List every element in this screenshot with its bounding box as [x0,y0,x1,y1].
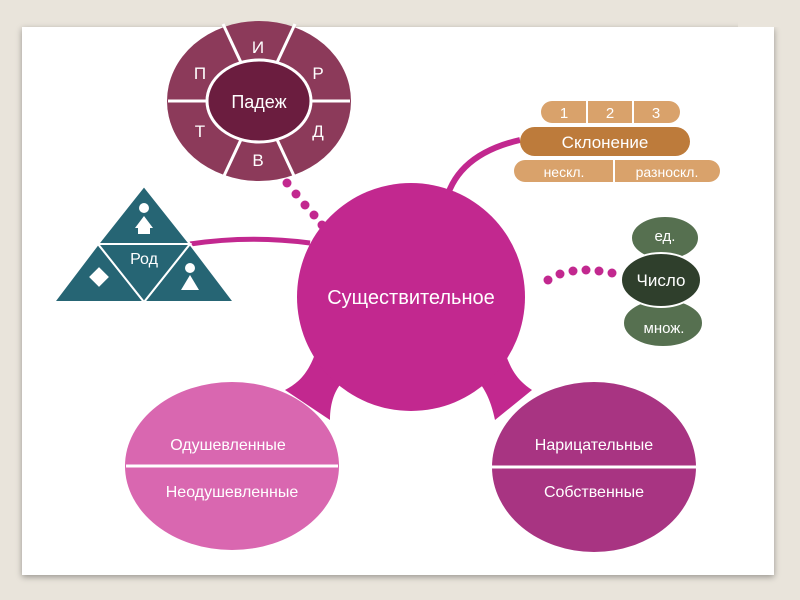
sklonenie-raznoskl: разноскл. [636,164,699,180]
sklonenie-number-1: 1 [560,105,568,122]
animate-node: Одушевленные Неодушевленные [125,382,339,550]
padezh-letter-r: Р [312,64,323,83]
rod-triangle: Род [51,184,237,304]
sklonenie-block: 1 2 3 Склонение нескл. разноскл. [514,101,720,182]
padezh-inner [205,58,313,144]
common-node: Нарицательные Собственные [492,382,696,552]
feminine-symbol-icon [181,263,199,290]
connector-chislo-dots [543,265,617,285]
connector-padezh-dots [282,178,327,230]
rod-label: Род [130,251,159,268]
padezh-letter-i: И [252,38,264,57]
chislo-label: Число [637,271,686,290]
animate-label: Одушевленные [170,437,286,454]
inanimate-label: Неодушевленные [166,484,299,501]
chislo-plural: множ. [644,320,685,337]
slide-corner [738,0,800,27]
center-node [297,183,525,411]
proper-label: Собственные [544,484,644,501]
sklonenie-nescl: нескл. [544,164,585,180]
sklonenie-number-2: 2 [606,105,614,122]
padezh-letter-d: Д [312,122,324,141]
connector-rod [189,236,311,247]
padezh-letter-t: Т [195,122,205,141]
chislo-main-bubble [620,252,702,308]
common-label: Нарицательные [535,437,654,454]
sklonenie-sub-bar [514,160,720,182]
neuter-symbol-icon [135,203,153,234]
sklonenie-main-bar [520,127,690,156]
chislo-singular: ед. [655,228,676,245]
center-label: Существительное [327,287,495,309]
chislo-block: ед. Число множ. [620,215,704,348]
padezh-letter-p: П [194,64,206,83]
padezh-letter-v: В [252,151,263,170]
sklonenie-numbers-bar [541,101,680,123]
rod-center-triangle [95,243,193,304]
sklonenie-label: Склонение [562,133,649,152]
padezh-label: Падеж [231,92,286,112]
padezh-wheel: Падеж И Р Д В Т П [167,21,351,181]
sklonenie-number-3: 3 [652,105,660,122]
rod-top-triangle [95,184,193,245]
masculine-symbol-icon [89,267,109,287]
